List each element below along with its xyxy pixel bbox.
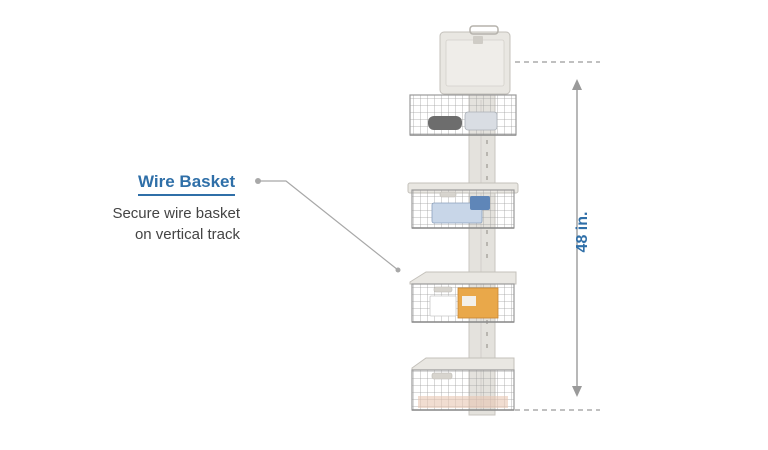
height-dimension-label: 48 in. bbox=[574, 211, 591, 253]
wire-basket bbox=[409, 271, 517, 323]
callout-description-line: Secure wire basket bbox=[112, 205, 240, 222]
callout-description: Secure wire basket on vertical track bbox=[60, 203, 240, 245]
wire-basket bbox=[409, 94, 517, 136]
dimension-indicator bbox=[515, 61, 600, 411]
wire-basket bbox=[411, 357, 515, 411]
top-storage-box bbox=[439, 25, 511, 95]
callout-description-line: on vertical track bbox=[134, 226, 240, 243]
callout-leader-line bbox=[255, 178, 401, 273]
wire-basket bbox=[407, 182, 519, 229]
callout-title: Wire Basket bbox=[138, 172, 236, 196]
